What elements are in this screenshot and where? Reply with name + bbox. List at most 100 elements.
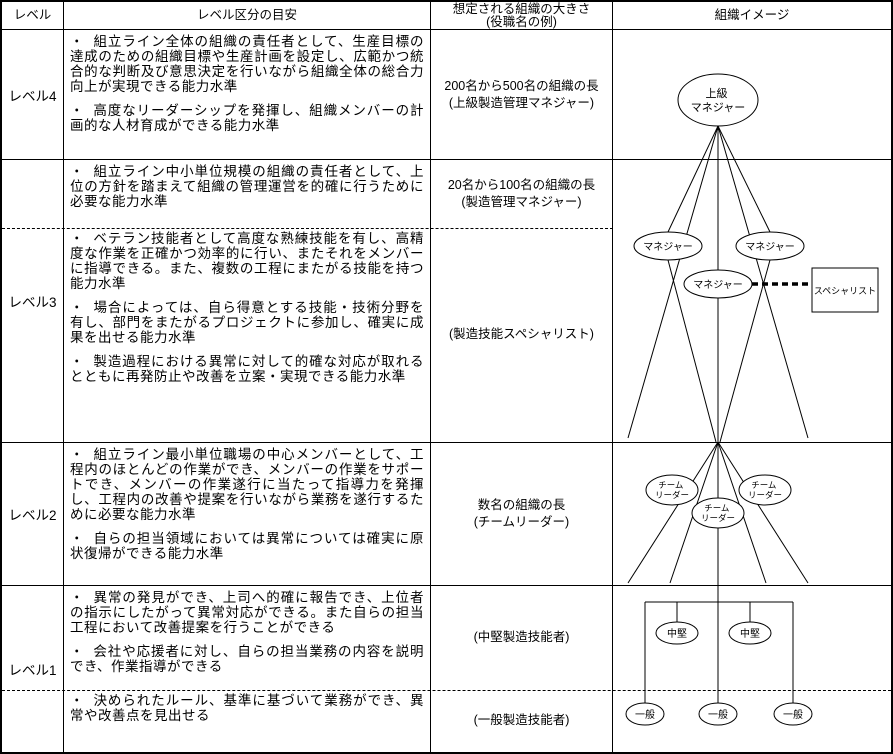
bullet-item: ・自らの担当領域においては異常については確実に原状復帰ができる能力水準 <box>70 531 424 561</box>
bullet-marker: ・ <box>70 447 85 462</box>
bullet-text: 異常の発見ができ、上司へ的確に報告でき、上位者の指示にしたがって異常対応ができる… <box>70 590 425 635</box>
level-3-criteria-cell: ・組立ライン中小単位規模の組織の責任者として、上位の方針を踏まえて組織の管理運営… <box>64 160 431 443</box>
general-node-right: 一般 <box>773 702 813 726</box>
mid-level-ellipse <box>728 621 772 645</box>
level-1-dashed-divider <box>2 690 891 691</box>
bullet-marker: ・ <box>70 590 85 605</box>
role-name-text: (中堅製造技能者) <box>473 630 570 644</box>
level-1-org-size-upper: (中堅製造技能者) <box>431 586 612 689</box>
level-3-org-size-upper: 20名から100名の組織の長 (製造管理マネジャー) <box>431 160 612 227</box>
bullet-marker: ・ <box>70 531 85 546</box>
general-ellipse <box>625 702 665 726</box>
level-4-criteria-cell: ・組立ライン全体の組織の責任者として、生産目標の達成のための組織目標や生産計画を… <box>64 30 431 160</box>
level-3-org-size-cell: 20名から100名の組織の長 (製造管理マネジャー) (製造技能スペシャリスト) <box>431 160 613 443</box>
specialist-node: スペシャリスト <box>811 267 879 313</box>
level-1-criteria-upper: ・異常の発見ができ、上司へ的確に報告でき、上位者の指示にしたがって異常対応ができ… <box>64 586 430 689</box>
bullet-marker: ・ <box>70 300 85 315</box>
role-name-text: (一般製造技能者) <box>473 713 570 727</box>
bullet-marker: ・ <box>70 644 85 659</box>
bullet-marker: ・ <box>70 231 85 246</box>
mid-level-ellipse <box>655 621 699 645</box>
bullet-item: ・組立ライン中小単位規模の組織の責任者として、上位の方針を踏まえて組織の管理運営… <box>70 164 424 209</box>
org-size-text: 数名の組織の長 <box>477 498 566 512</box>
level-3-org-image-cell <box>613 160 891 443</box>
bullet-marker: ・ <box>70 34 85 49</box>
bullet-marker: ・ <box>70 103 85 118</box>
col-header-org-size-line1: 想定される組織の大きさ <box>452 2 591 16</box>
team-leader-label: チーム リーダー <box>748 480 782 500</box>
team-leader-node-left: チーム リーダー <box>645 474 699 506</box>
bullet-text: ベテラン技能者として高度な熟練技能を有し、高精度な作業を正確かつ効率的に行い、ま… <box>70 231 424 291</box>
senior-manager-label: 上級 マネジャー <box>691 87 745 114</box>
general-label: 一般 <box>635 708 655 721</box>
bullet-text: 高度なリーダーシップを発揮し、組織メンバーの計画的な人材育成ができる能力水準 <box>70 103 424 133</box>
team-leader-ellipse <box>691 497 745 529</box>
bullet-marker: ・ <box>70 164 85 179</box>
manager-label: マネジャー <box>745 241 795 253</box>
mid-level-label: 中堅 <box>667 627 687 640</box>
role-name-text: (製造管理マネジャー) <box>461 194 582 209</box>
org-chart-lines <box>627 125 809 703</box>
bullet-item: ・会社や応援者に対し、自らの担当業務の内容を説明でき、作業指導ができる <box>70 644 424 674</box>
role-name-text: (上級製造管理マネジャー) <box>448 95 595 110</box>
mid-level-label: 中堅 <box>740 627 760 640</box>
bullet-text: 決められたルール、基準に基づいて業務ができ、異常や改善点を見出せる <box>70 693 424 723</box>
mid-level-node-right: 中堅 <box>728 621 772 645</box>
bullet-item: ・ベテラン技能者として高度な熟練技能を有し、高精度な作業を正確かつ効率的に行い、… <box>70 231 424 291</box>
team-leader-label: チーム リーダー <box>655 480 689 500</box>
level-3-org-size-lower: (製造技能スペシャリスト) <box>431 227 612 442</box>
bullet-item: ・組立ライン全体の組織の責任者として、生産目標の達成のための組織目標や生産計画を… <box>70 34 424 94</box>
bullet-item: ・異常の発見ができ、上司へ的確に報告でき、上位者の指示にしたがって異常対応ができ… <box>70 590 424 635</box>
team-leader-node-right: チーム リーダー <box>738 474 792 506</box>
bullet-item: ・組立ライン最小単位職場の中心メンバーとして、工程内のほとんどの作業ができ、メン… <box>70 447 424 522</box>
col-header-criteria: レベル区分の目安 <box>64 2 431 30</box>
manager-node-center: マネジャー <box>683 269 753 299</box>
org-size-text: 20名から100名の組織の長 <box>447 177 596 192</box>
bullet-item: ・高度なリーダーシップを発揮し、組織メンバーの計画的な人材育成ができる能力水準 <box>70 103 424 133</box>
bullet-item: ・決められたルール、基準に基づいて業務ができ、異常や改善点を見出せる <box>70 693 424 723</box>
bullet-text: 組立ライン中小単位規模の組織の責任者として、上位の方針を踏まえて組織の管理運営を… <box>70 164 425 209</box>
senior-manager-node: 上級 マネジャー <box>677 73 759 127</box>
bullet-text: 組立ライン最小単位職場の中心メンバーとして、工程内のほとんどの作業ができ、メンバ… <box>70 447 425 522</box>
col-header-level: レベル <box>2 2 64 30</box>
level-4-org-size-cell: 200名から500名の組織の長 (上級製造管理マネジャー) <box>431 30 613 160</box>
team-leader-ellipse <box>738 474 792 506</box>
team-leader-ellipse <box>645 474 699 506</box>
col-header-org-size-line2: (役職名の例) <box>486 14 557 29</box>
level-2-org-image-cell <box>613 443 891 586</box>
general-node-left: 一般 <box>625 702 665 726</box>
manager-ellipse <box>683 269 753 299</box>
general-ellipse <box>698 702 738 726</box>
level-2-org-size-cell: 数名の組織の長 (チームリーダー) <box>431 443 613 586</box>
team-leader-label: チーム リーダー <box>701 503 735 523</box>
level-2-label: レベル2 <box>2 443 64 586</box>
team-leader-node-center: チーム リーダー <box>691 497 745 529</box>
bullet-text: 場合によっては、自ら得意とする技能・技術分野を有し、部門をまたがるプロジェクトに… <box>70 300 424 345</box>
role-name-text: (チームリーダー) <box>473 515 570 529</box>
col-header-org-image: 組織イメージ <box>613 2 891 30</box>
level-3-label: レベル3 <box>2 160 64 443</box>
level-4-org-image-cell <box>613 30 891 160</box>
level-2-criteria-cell: ・組立ライン最小単位職場の中心メンバーとして、工程内のほとんどの作業ができ、メン… <box>64 443 431 586</box>
general-node-center: 一般 <box>698 702 738 726</box>
level-1-criteria-lower: ・決められたルール、基準に基づいて業務ができ、異常や改善点を見出せる <box>64 689 430 752</box>
manager-ellipse <box>633 231 703 261</box>
col-header-org-size: 想定される組織の大きさ (役職名の例) <box>431 2 613 30</box>
level-1-label: レベル1 <box>2 586 64 752</box>
manager-label: マネジャー <box>693 279 743 291</box>
manager-node-right: マネジャー <box>735 231 805 261</box>
role-name-text: (製造技能スペシャリスト) <box>449 327 594 341</box>
level-1-criteria-cell: ・異常の発見ができ、上司へ的確に報告でき、上位者の指示にしたがって異常対応ができ… <box>64 586 431 752</box>
bullet-text: 組立ライン全体の組織の責任者として、生産目標の達成のための組織目標や生産計画を設… <box>70 34 425 94</box>
manager-label: マネジャー <box>643 241 693 253</box>
general-label: 一般 <box>783 708 803 721</box>
level-1-org-size-lower: (一般製造技能者) <box>431 689 612 752</box>
level-1-org-size-cell: (中堅製造技能者) (一般製造技能者) <box>431 586 613 752</box>
general-label: 一般 <box>708 708 728 721</box>
bullet-marker: ・ <box>70 693 85 708</box>
org-chart: 上級 マネジャー マネジャー マネジャー マネジャー スペシャリスト チーム リ… <box>625 73 879 726</box>
bullet-text: 会社や応援者に対し、自らの担当業務の内容を説明でき、作業指導ができる <box>70 644 425 674</box>
bullet-marker: ・ <box>70 354 85 369</box>
bullet-text: 自らの担当領域においては異常については確実に原状復帰ができる能力水準 <box>70 531 424 561</box>
